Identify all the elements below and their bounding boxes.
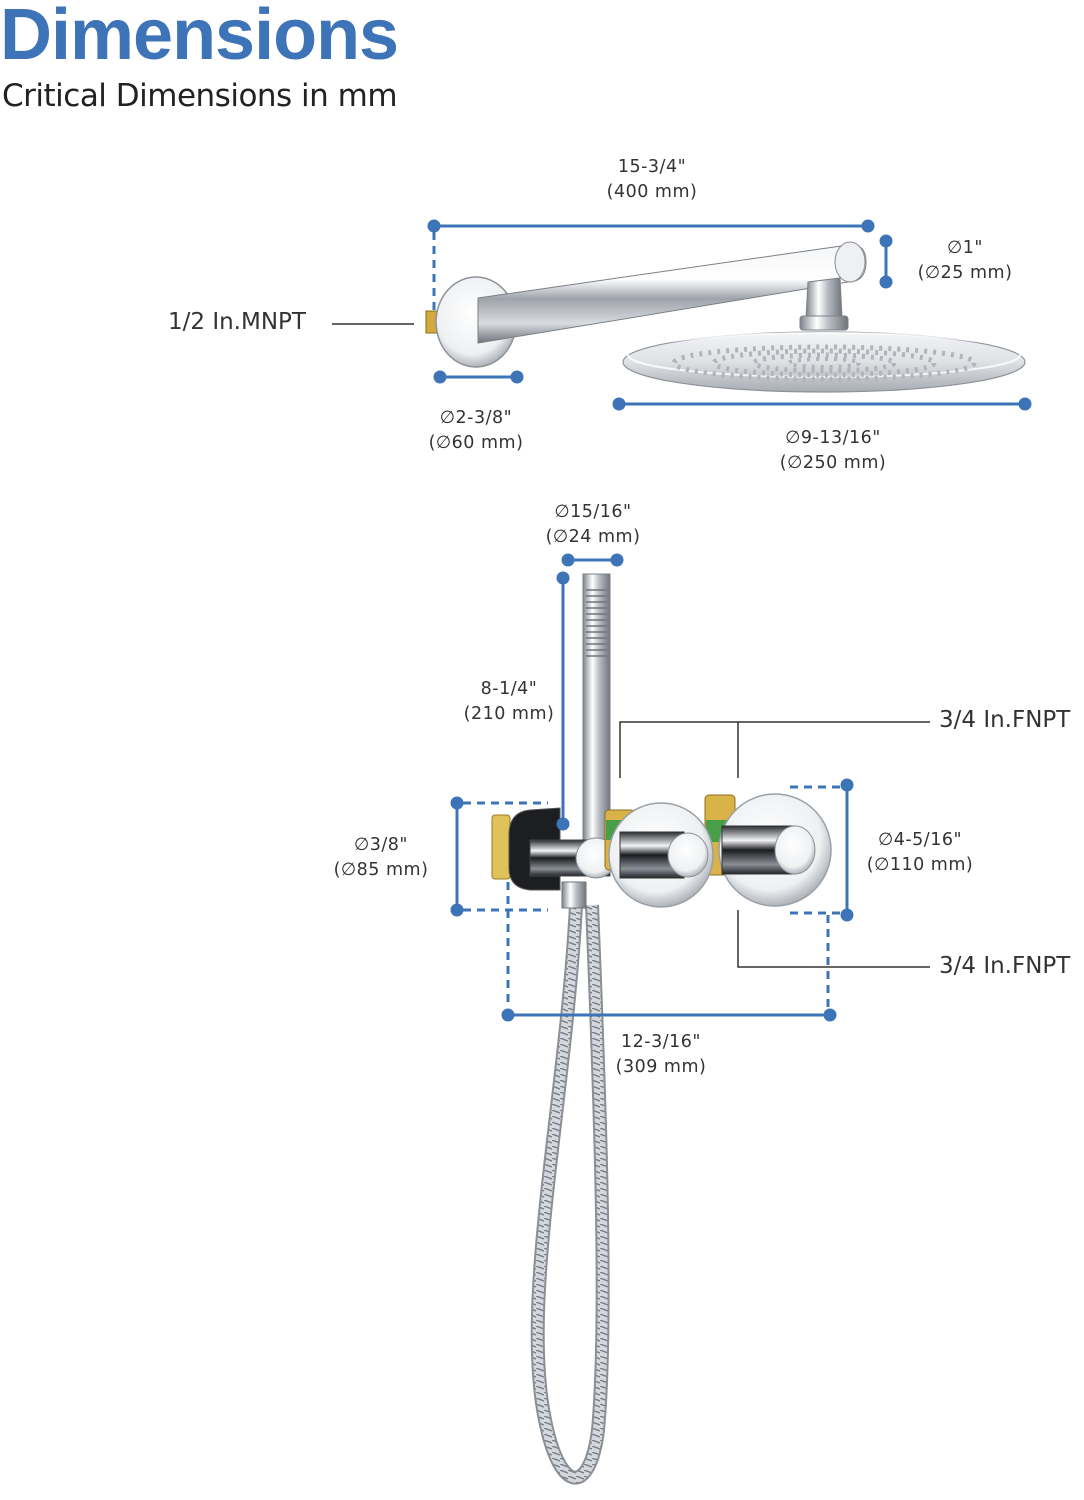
label-handle-length: 8-1/4" (210 mm) xyxy=(450,677,568,727)
hand-shower-assembly xyxy=(530,573,611,1485)
dim-valve-width xyxy=(501,882,837,1022)
diverter-valve xyxy=(491,793,832,908)
label-valve-width-imperial: 12-3/16" xyxy=(621,1032,701,1052)
page-subtitle: Critical Dimensions in mm xyxy=(2,78,398,114)
dim-arm-length xyxy=(427,219,875,310)
page-title: Dimensions xyxy=(0,0,399,75)
dim-flange-diameter xyxy=(433,370,524,384)
label-head-diameter-imperial: ∅9-13/16" xyxy=(785,428,881,448)
valve-knob-middle xyxy=(667,832,709,878)
brass-rough-in-left xyxy=(491,814,511,880)
valve-bottom-leader xyxy=(737,910,930,968)
label-valve-plate-diameter: ∅4-5/16" (∅110 mm) xyxy=(855,828,985,878)
label-arm-length-imperial: 15-3/4" xyxy=(617,157,687,177)
arm-neck xyxy=(805,277,843,319)
nozzle-pattern xyxy=(671,344,977,382)
dim-head-diameter xyxy=(612,397,1032,411)
label-valve-plate-diameter-metric: (∅110 mm) xyxy=(866,855,974,875)
label-arm-diameter-metric: (∅25 mm) xyxy=(917,263,1013,283)
label-head-diameter: ∅9-13/16" (∅250 mm) xyxy=(763,426,903,476)
label-flange-diameter-imperial: ∅2-3/8" xyxy=(439,408,513,428)
label-holder-diameter-metric: (∅85 mm) xyxy=(333,860,429,880)
label-flange-diameter-metric: (∅60 mm) xyxy=(428,433,524,453)
valve-knob-right xyxy=(774,825,816,875)
label-handle-diameter-metric: (∅24 mm) xyxy=(545,527,641,547)
label-handle-diameter-imperial: ∅15/16" xyxy=(554,502,632,522)
dim-arm-diameter xyxy=(879,234,893,289)
label-arm-diameter: ∅1" (∅25 mm) xyxy=(905,236,1025,286)
label-flange-diameter: ∅2-3/8" (∅60 mm) xyxy=(412,406,540,456)
label-handle-length-imperial: 8-1/4" xyxy=(480,679,538,699)
shower-arm-assembly xyxy=(425,241,1026,393)
dim-valve-plate-diameter xyxy=(790,778,854,922)
label-arm-inlet: 1/2 In.MNPT xyxy=(168,309,306,335)
dim-handle-diameter xyxy=(561,553,624,567)
dim-holder-diameter xyxy=(450,796,548,917)
label-arm-length: 15-3/4" (400 mm) xyxy=(590,155,714,205)
label-valve-width: 12-3/16" (309 mm) xyxy=(598,1030,724,1080)
label-valve-width-metric: (309 mm) xyxy=(615,1057,707,1077)
dim-handle-length xyxy=(556,571,570,831)
label-valve-plate-diameter-imperial: ∅4-5/16" xyxy=(877,830,963,850)
label-arm-length-metric: (400 mm) xyxy=(606,182,698,202)
label-valve-top: 3/4 In.FNPT xyxy=(939,707,1071,733)
hose-outlet xyxy=(561,881,587,909)
label-valve-bottom: 3/4 In.FNPT xyxy=(939,953,1071,979)
label-handle-diameter: ∅15/16" (∅24 mm) xyxy=(528,500,658,550)
label-holder-diameter: ∅3/8" (∅85 mm) xyxy=(322,833,440,883)
handle-grip xyxy=(586,589,607,657)
label-head-diameter-metric: (∅250 mm) xyxy=(779,453,887,473)
label-arm-diameter-imperial: ∅1" xyxy=(947,238,983,258)
label-holder-diameter-imperial: ∅3/8" xyxy=(354,835,408,855)
shower-head xyxy=(622,331,1026,393)
label-handle-length-metric: (210 mm) xyxy=(463,704,555,724)
valve-top-leader xyxy=(619,721,930,778)
